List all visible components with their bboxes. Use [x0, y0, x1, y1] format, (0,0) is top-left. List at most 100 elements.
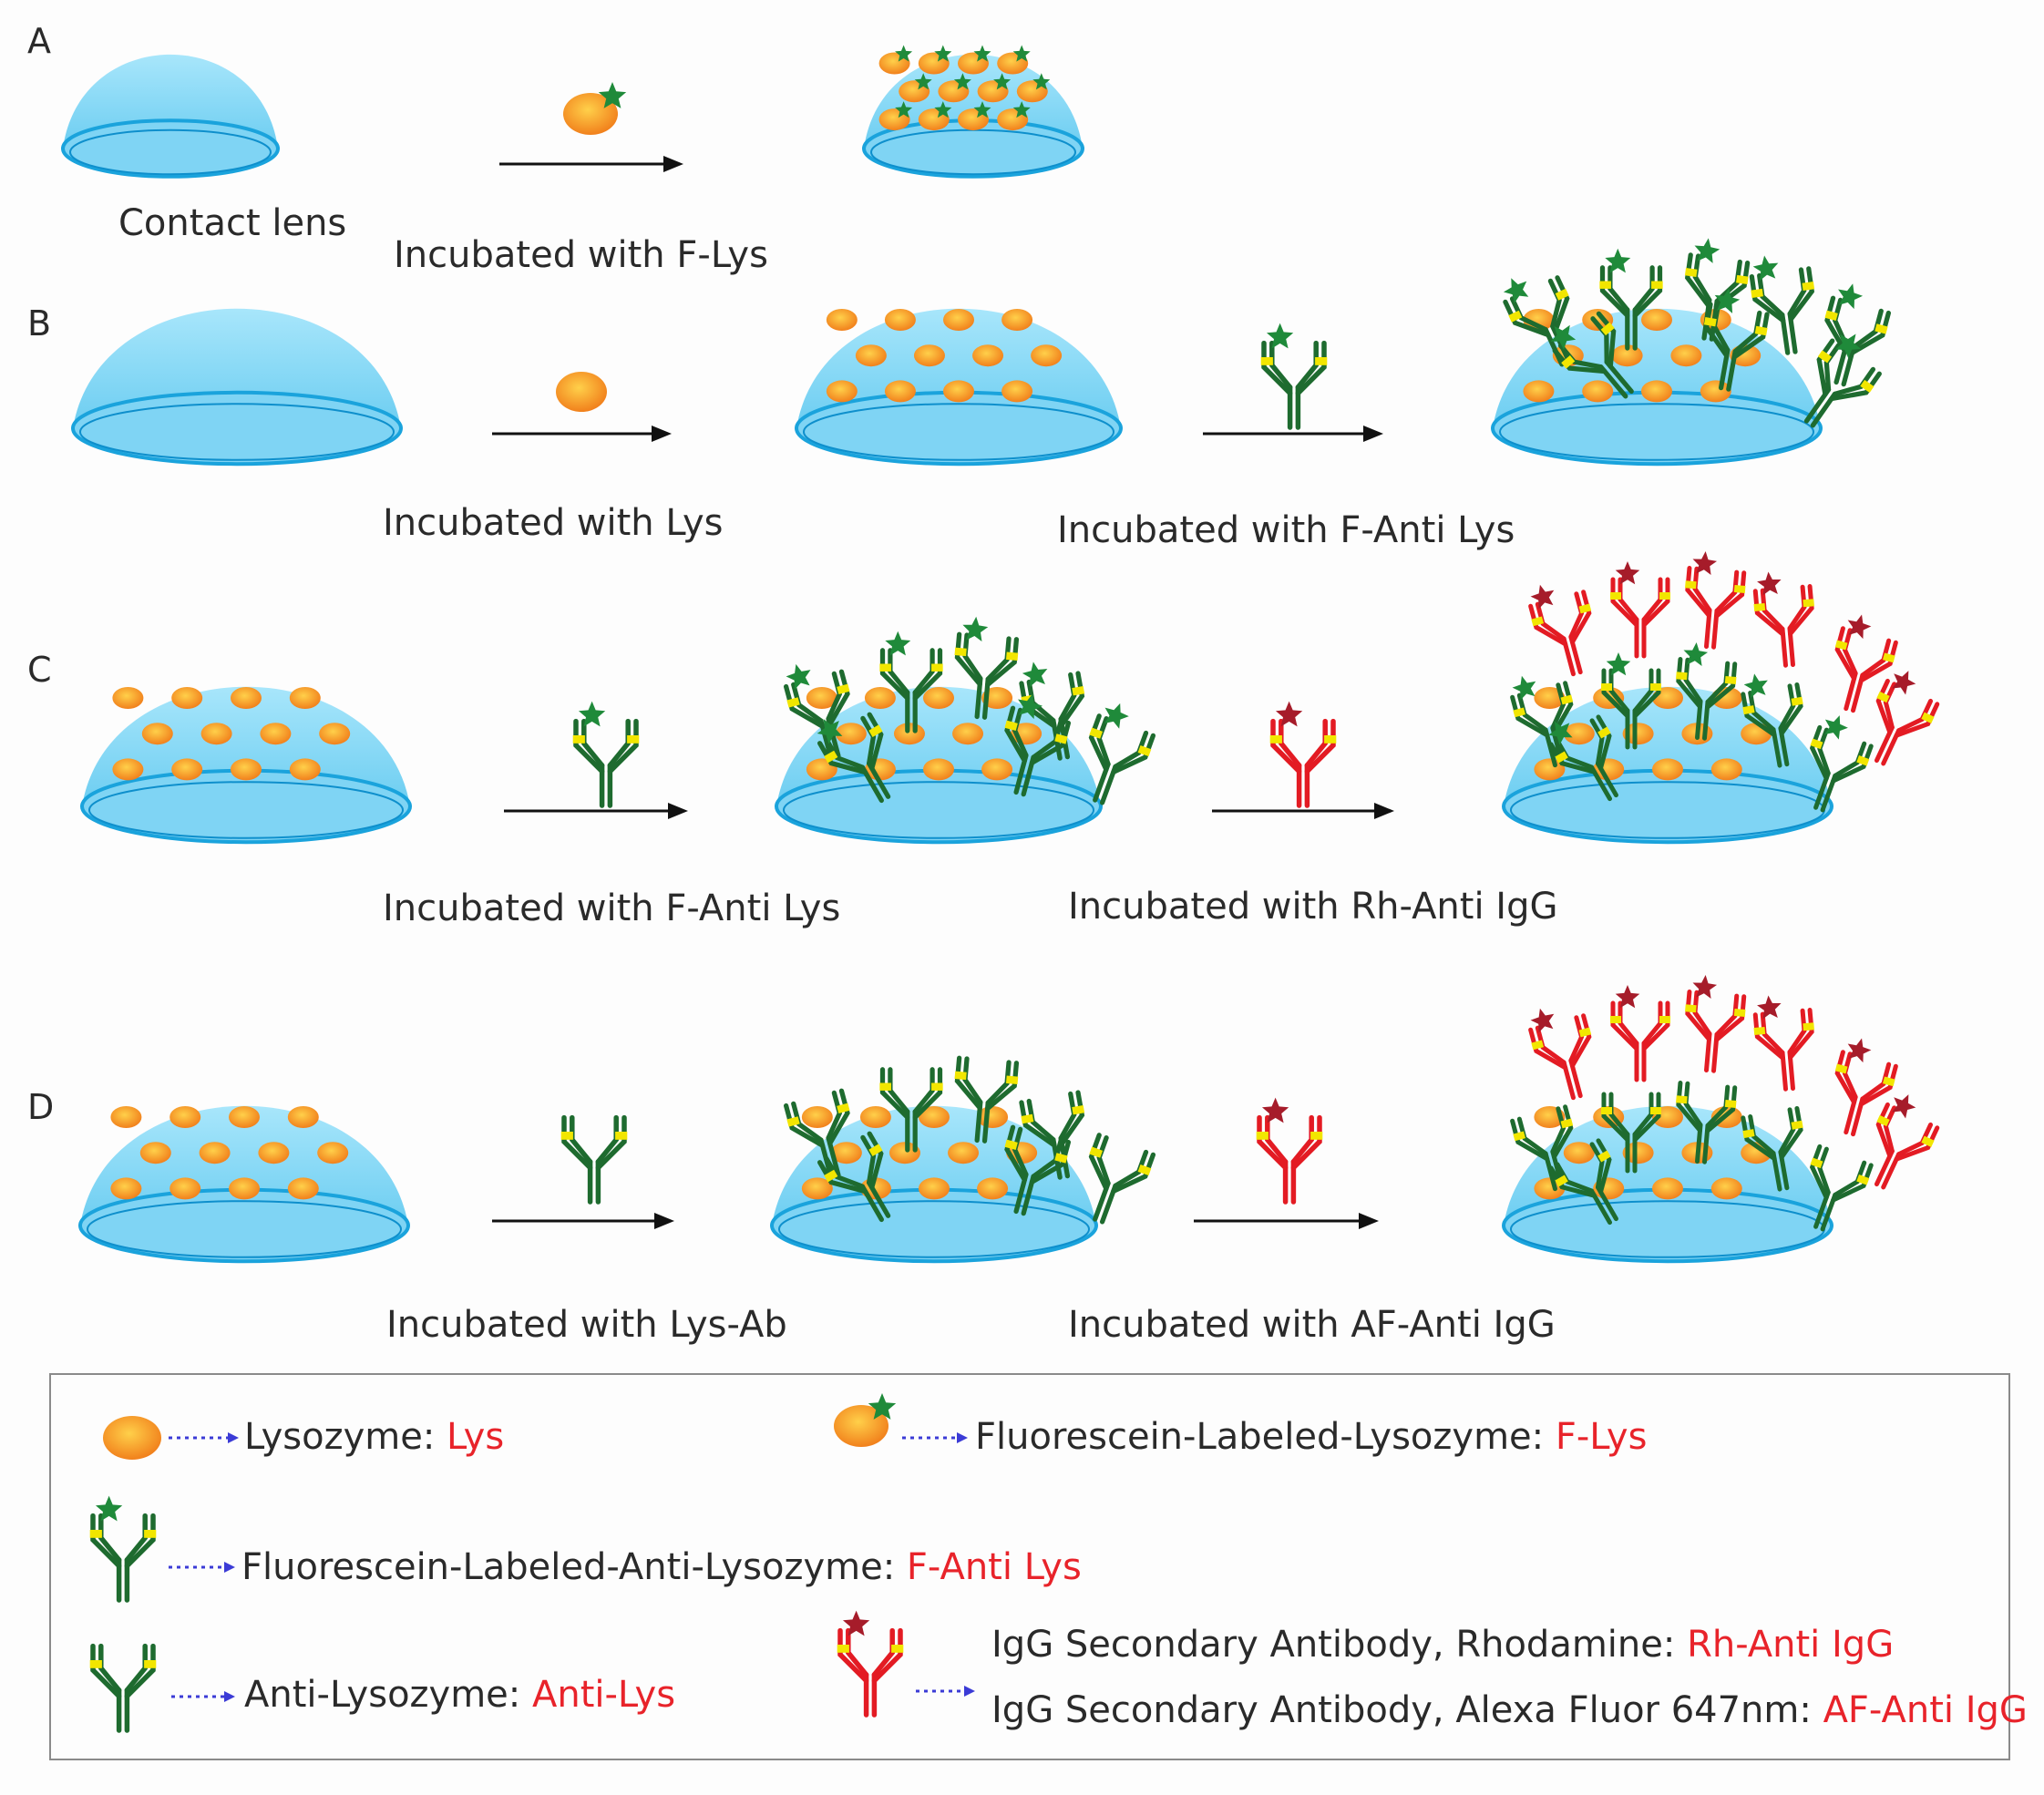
antibody-arm [871, 1627, 895, 1677]
star-icon [962, 616, 989, 641]
arrow-icon [1212, 803, 1394, 819]
antibody-icon [954, 616, 1020, 720]
antibody-arm [1058, 672, 1077, 722]
antibody-tip [1597, 726, 1611, 739]
legend-af-name: IgG Secondary Antibody, Alexa Fluor 647n… [991, 1689, 1823, 1731]
lysozyme-icon [801, 1177, 833, 1200]
antibody-tip [1733, 584, 1746, 593]
antibody-tip [931, 663, 943, 672]
lysozyme-icon [103, 1416, 161, 1460]
star-icon [1503, 278, 1529, 304]
antibody-arm [1569, 590, 1592, 645]
antibody-tip [1803, 1022, 1814, 1031]
lysozyme-icon [169, 1177, 201, 1200]
lysozyme-icon [260, 723, 292, 745]
antibody-arm [1111, 1152, 1156, 1194]
dotted-arrow-icon [171, 1691, 235, 1702]
star-icon [1757, 571, 1782, 596]
antibody-tip [144, 1660, 157, 1668]
legend-anti: Anti-Lysozyme: Anti-Lys [244, 1674, 675, 1716]
antibody-arm [867, 712, 884, 771]
antibody-tip [89, 1530, 102, 1538]
antibody-icon [1004, 693, 1072, 797]
antibody-arm [1703, 302, 1730, 359]
antibody-tip [1685, 580, 1697, 590]
legend-af-abbr: AF-Anti IgG [1823, 1689, 2028, 1731]
antibody-tip [1733, 1008, 1746, 1017]
dotted-arrow-head [964, 1686, 975, 1697]
caption-c-step1: Incubated with F-Anti Lys [383, 887, 840, 929]
antibody-arm [1692, 253, 1712, 303]
star-icon [895, 101, 913, 118]
antibody-arm [1875, 1102, 1893, 1159]
antibody-arm [1610, 1000, 1639, 1051]
antibody-arm [1851, 308, 1884, 350]
antibody-tip [1531, 616, 1545, 627]
arrow-icon [504, 803, 688, 819]
antibody-arm [1788, 584, 1814, 637]
antibody-arm [1833, 1160, 1867, 1197]
antibody-arm [1265, 1114, 1289, 1164]
antibody-arm [1714, 569, 1740, 613]
star-icon [1824, 715, 1848, 740]
lysozyme-icon [977, 1177, 1009, 1200]
antibody-tip [1736, 274, 1749, 284]
panel-label-b: B [27, 303, 51, 344]
antibody-arm [1875, 678, 1893, 735]
lysozyme-icon [1710, 758, 1742, 781]
antibody-arm [1589, 718, 1605, 766]
lysozyme-icon [1563, 1142, 1595, 1164]
antibody-tip [954, 1071, 967, 1081]
caption-d-step2: Incubated with AF-Anti IgG [1068, 1304, 1556, 1346]
antibody-arm [1809, 724, 1829, 781]
antibody-arm [1596, 311, 1617, 369]
antibody-arm [1842, 628, 1858, 676]
antibody-tip [1856, 754, 1870, 766]
antibody-tip [1834, 1063, 1848, 1074]
star-icon [1615, 561, 1640, 585]
antibody-arm [1058, 1091, 1077, 1141]
star-icon [973, 45, 991, 62]
antibody-icon [1601, 1092, 1661, 1174]
antibody-arm [1088, 713, 1109, 773]
antibody-icon [1685, 551, 1747, 650]
antibody-arm [1842, 1051, 1858, 1100]
antibody-arm [1684, 252, 1711, 309]
star-icon [1847, 614, 1872, 640]
star-icon [1757, 995, 1782, 1020]
antibody-icon [1703, 288, 1770, 392]
antibody-arm [98, 1643, 122, 1693]
legend-icons [89, 1393, 975, 1733]
lysozyme-icon [1710, 1177, 1742, 1200]
antibody-arm [1552, 275, 1570, 334]
antibody-arm [1548, 1165, 1597, 1198]
antibody-arm [860, 715, 877, 766]
antibody-arm [1685, 566, 1711, 619]
antibody-arm [1757, 272, 1785, 318]
lysozyme-icon [1001, 309, 1033, 331]
star-icon [885, 631, 911, 656]
antibody-icon [1088, 703, 1156, 805]
antibody-arm [1692, 990, 1712, 1037]
antibody-icon [1528, 584, 1592, 677]
antibody-arm [860, 1134, 877, 1185]
lysozyme-icon [289, 758, 321, 781]
antibody-icon [1004, 1124, 1072, 1216]
lysozyme-icon [1622, 1142, 1654, 1164]
star-icon [1752, 255, 1779, 282]
antibody-tip [89, 1660, 102, 1668]
arrow-head [668, 803, 688, 819]
antibody-tip [1555, 751, 1568, 764]
antibody-tip [1555, 288, 1569, 301]
star-icon [1104, 703, 1129, 729]
antibody-arm [1683, 657, 1703, 704]
lysozyme-icon [919, 1106, 950, 1128]
antibody-arm [985, 1060, 1012, 1105]
arrow-head [1363, 426, 1383, 442]
lysozyme-icon [317, 1142, 349, 1164]
antibody-tip [1315, 357, 1328, 365]
antibody-arm [1788, 266, 1815, 323]
lens-rim-inner [88, 781, 404, 839]
lysozyme-icon [200, 723, 232, 745]
antibody-arm [783, 683, 826, 729]
